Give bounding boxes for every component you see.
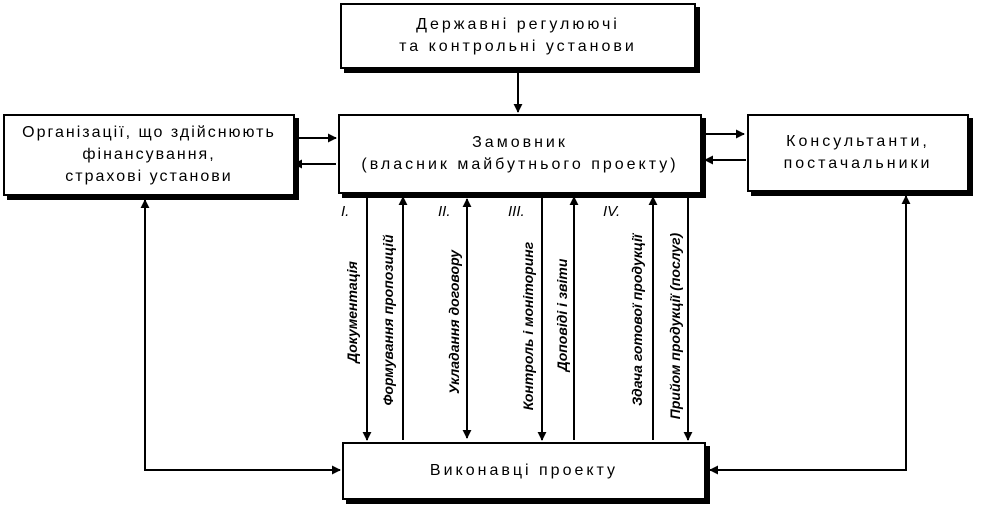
finance-box-line3: страхові установи	[65, 168, 233, 185]
flow-label-reports: Доповіді і звіти	[554, 258, 570, 372]
consultants-suppliers-box: Консультанти, постачальники	[747, 114, 969, 192]
flow-label-documentation: Документація	[344, 261, 360, 364]
flow-label-acceptance: Прийом продукції (послуг)	[667, 232, 683, 419]
state-regulators-box: Державні регулюючі та контрольні установ…	[340, 3, 696, 69]
finance-box-line2: фінансування,	[82, 146, 216, 163]
state-box-line1: Державні регулюючі	[416, 16, 620, 33]
executors-box-line1: Виконавці проекту	[429, 462, 619, 479]
flow-label-handover: Здача готової продукції	[629, 232, 645, 406]
finance-box-line1: Організації, що здійснюють	[22, 124, 276, 141]
customer-box-line2: (власник майбутнього проекту)	[361, 156, 679, 173]
flow-label-contract: Укладання договору	[446, 249, 462, 394]
arrow-finance-executors	[140, 199, 341, 475]
arrow-consultants-executors	[709, 195, 911, 475]
customer-box: Замовник (власник майбутнього проекту)	[338, 114, 702, 194]
state-box-line2: та контрольні установи	[399, 38, 637, 55]
consultants-box-line2: постачальники	[783, 155, 933, 172]
stage-label-3: III.	[508, 203, 525, 220]
flow-label-proposals: Формування пропозицій	[380, 234, 396, 405]
consultants-box-line1: Консультанти,	[786, 133, 930, 150]
flow-label-control: Контроль і моніторинг	[520, 241, 536, 410]
project-executors-box: Виконавці проекту	[342, 442, 706, 500]
customer-box-line1: Замовник	[472, 134, 568, 151]
stage-label-2: II.	[438, 203, 451, 220]
finance-insurance-box: Організації, що здійснюють фінансування,…	[3, 114, 295, 196]
stage-label-1: I.	[341, 203, 349, 220]
stage-label-4: IV.	[603, 203, 620, 220]
